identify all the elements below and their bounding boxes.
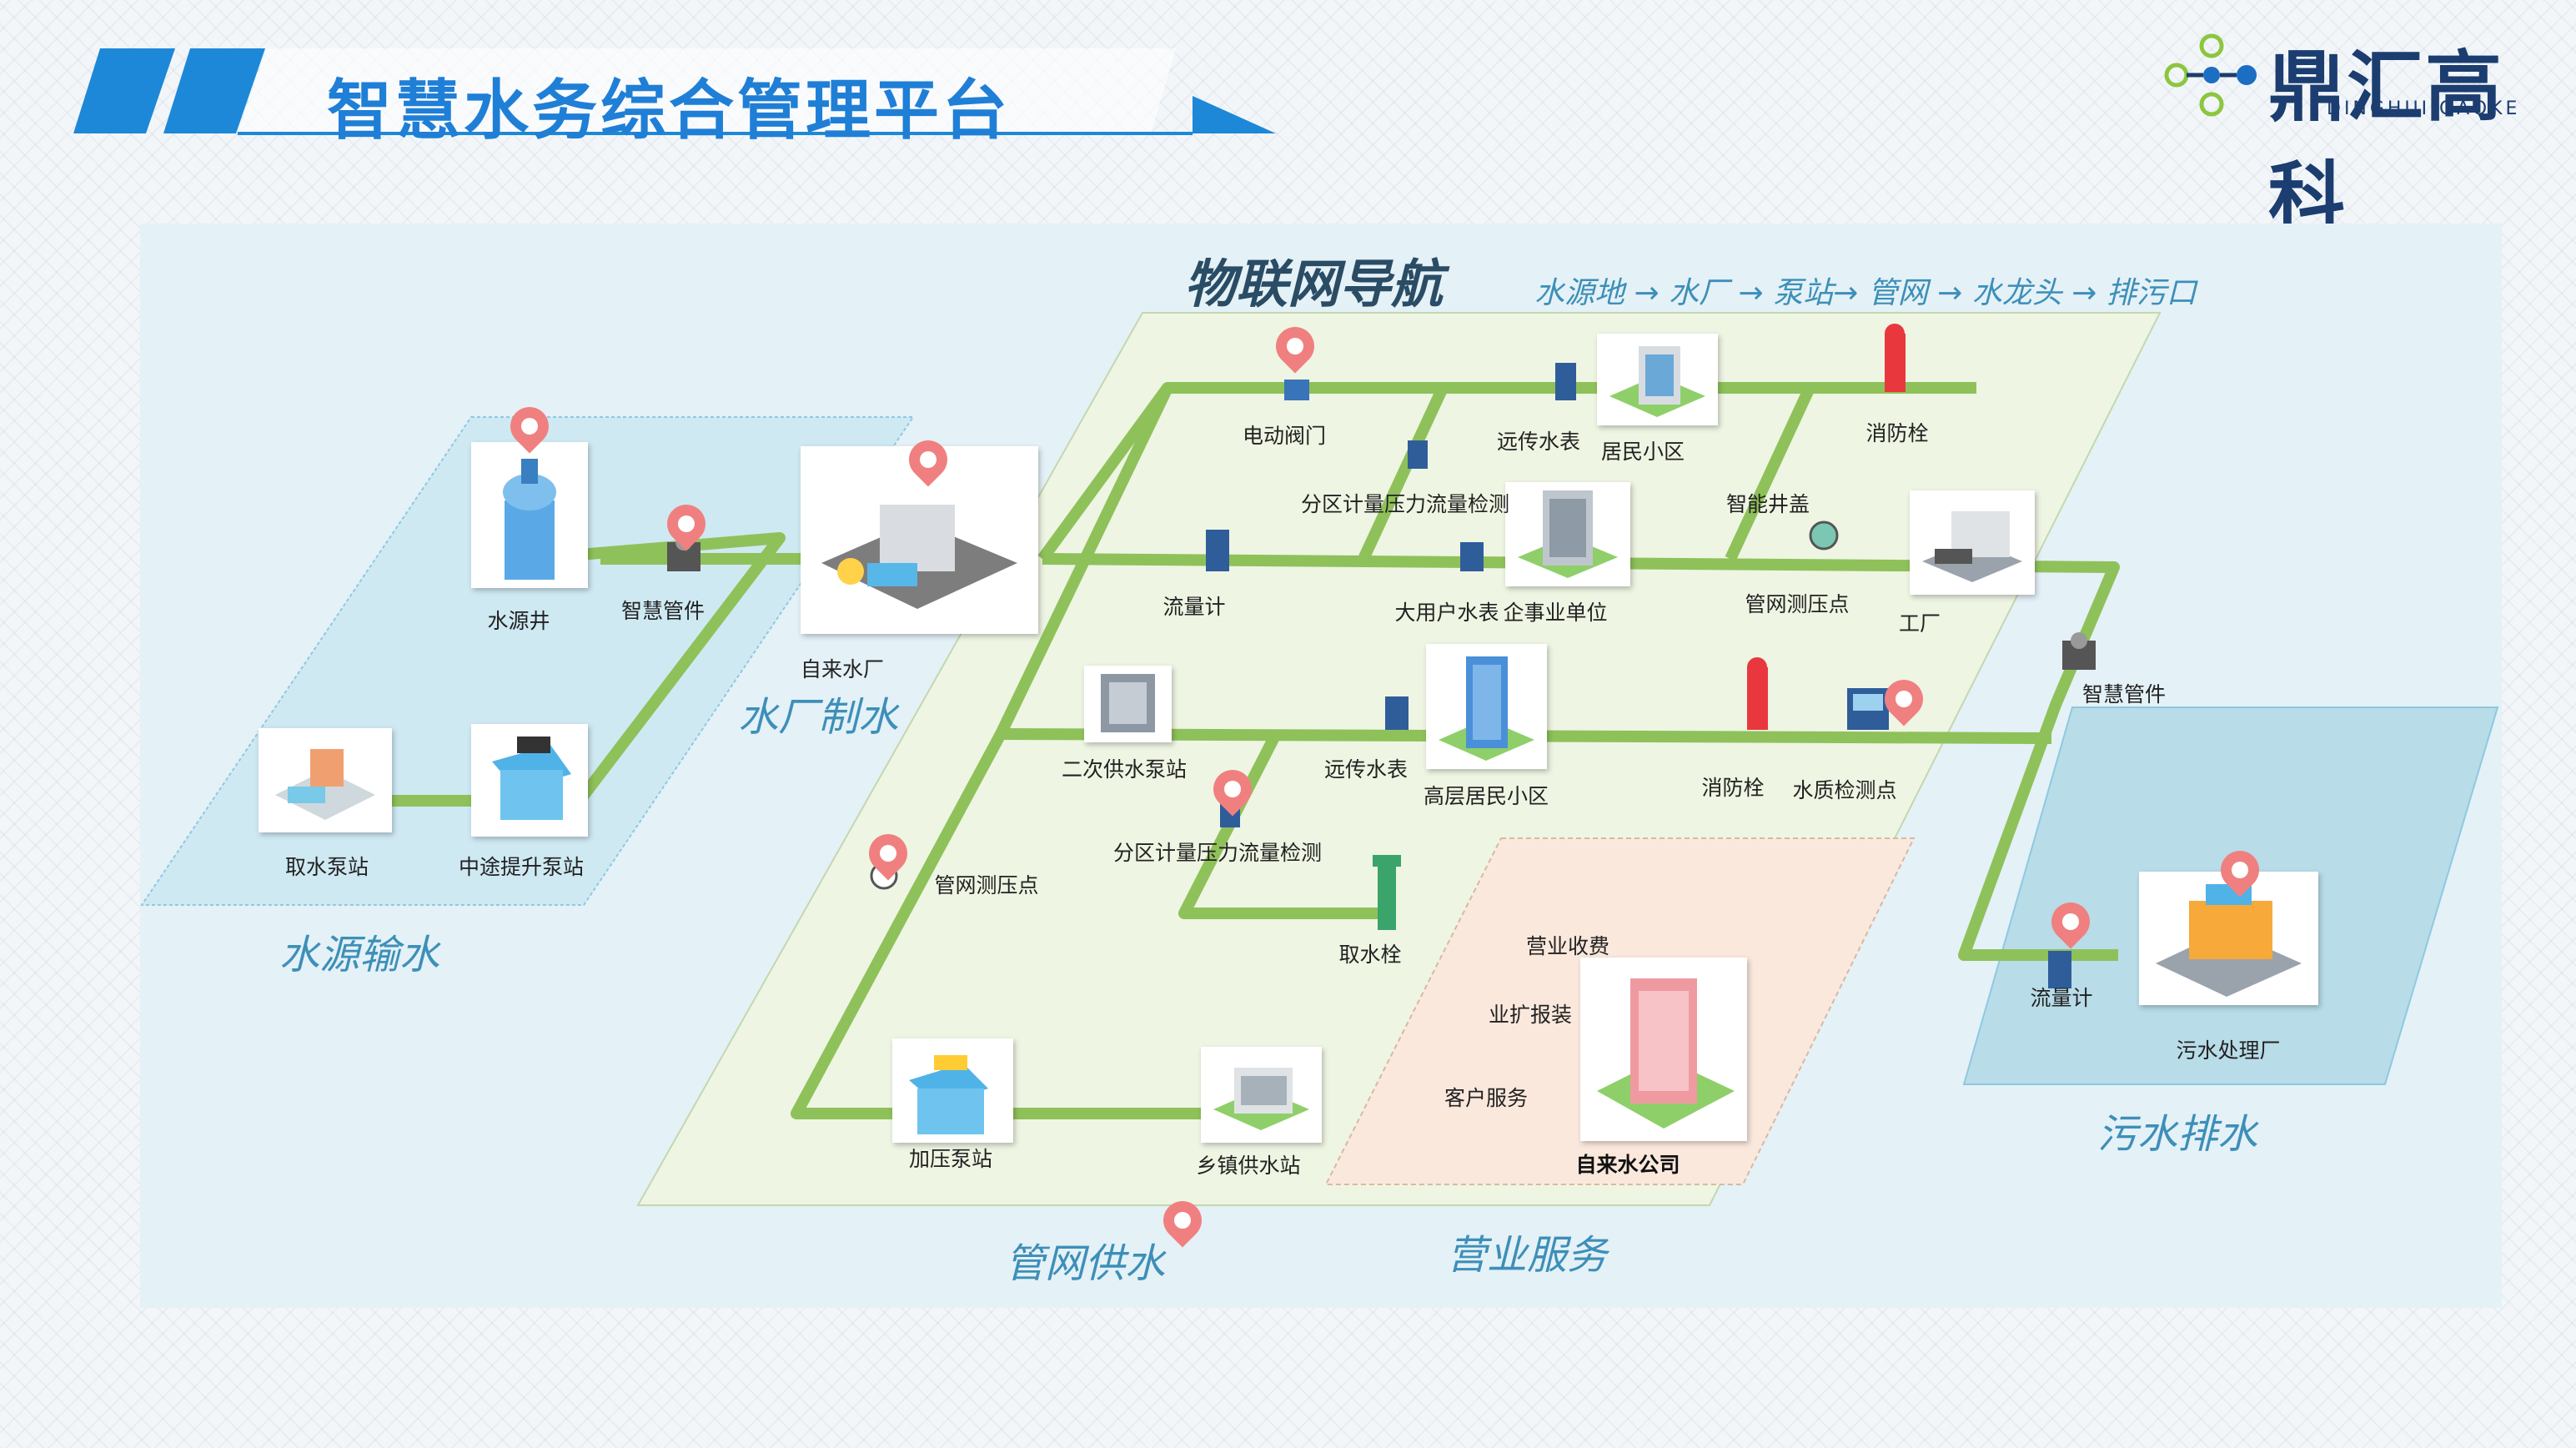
water-plant-icon[interactable]: [801, 446, 1038, 634]
label-smart-fitting-1: 智慧管件: [620, 599, 706, 623]
page-title: 智慧水务综合管理平台: [327, 73, 1012, 148]
label-pipe-pressure-1: 管网测压点: [1745, 592, 1850, 616]
region-water-source: 水源输水: [279, 932, 440, 978]
region-sewage: 污水排水: [2097, 1111, 2258, 1158]
sewage-plant-icon[interactable]: [2139, 872, 2318, 1005]
electric-valve-icon[interactable]: [1280, 371, 1313, 409]
label-business-fee: 营业收费: [1525, 934, 1610, 958]
label-zone-meter-1: 分区计量压力流量检测: [1300, 492, 1510, 516]
label-relay-pump: 中途提升泵站: [458, 855, 585, 879]
label-smart-fitting-2: 智慧管件: [2081, 682, 2167, 706]
residential-icon[interactable]: [1597, 334, 1718, 425]
factory-icon[interactable]: [1910, 490, 2035, 595]
label-intake-pump: 取水泵站: [284, 855, 369, 879]
intake-pump-icon[interactable]: [259, 728, 392, 832]
quality-sensor-icon[interactable]: [1843, 684, 1893, 734]
booster-pump-icon[interactable]: [892, 1038, 1013, 1143]
label-large-user-meter: 大用户水表: [1394, 601, 1499, 625]
logo-name: 鼎汇高科: [2268, 43, 2504, 243]
flow-meter-icon[interactable]: [1201, 525, 1234, 576]
large-user-meter-icon[interactable]: [1455, 538, 1489, 576]
label-sewage-plant: 污水处理厂: [2176, 1038, 2281, 1063]
hydrant-icon[interactable]: [1739, 651, 1776, 734]
label-factory: 工厂: [1898, 611, 1941, 636]
label-smart-cover: 智能井盖: [1725, 492, 1810, 516]
zone-meter-icon[interactable]: [1401, 434, 1434, 475]
label-electric-valve: 电动阀门: [1242, 424, 1327, 448]
label-source-well: 水源井: [487, 609, 550, 633]
label-flow-meter-1: 流量计: [1162, 595, 1226, 619]
remote-meter-icon[interactable]: [1380, 692, 1414, 734]
source-well-icon[interactable]: [471, 442, 588, 588]
label-business-install: 业扩报装: [1488, 1003, 1573, 1027]
label-business-service: 客户服务: [1444, 1086, 1529, 1110]
smart-fitting-icon[interactable]: [2056, 624, 2101, 678]
label-hydrant-1: 消防栓: [1865, 421, 1929, 445]
label-water-company: 自来水公司: [1575, 1153, 1680, 1177]
highrise-icon[interactable]: [1426, 644, 1547, 769]
label-secondary-pump: 二次供水泵站: [1061, 757, 1188, 782]
label-remote-meter-2: 远传水表: [1323, 757, 1409, 782]
label-flow-meter-2: 流量计: [2030, 986, 2093, 1010]
relay-pump-icon[interactable]: [471, 724, 588, 837]
label-water-plant: 自来水厂: [800, 657, 885, 681]
water-company-icon[interactable]: [1580, 958, 1747, 1141]
secondary-pump-icon[interactable]: [1084, 666, 1172, 742]
label-township-supply: 乡镇供水站: [1196, 1154, 1301, 1178]
township-supply-icon[interactable]: [1201, 1047, 1322, 1143]
nav-flow: 水源地 → 水厂 → 泵站→ 管网 → 水龙头 → 排污口: [1534, 276, 2197, 310]
label-residential: 居民小区: [1600, 440, 1685, 464]
flow-meter-icon[interactable]: [2043, 947, 2076, 993]
label-water-intake: 取水栓: [1338, 943, 1402, 967]
enterprise-icon[interactable]: [1505, 482, 1630, 586]
hydrant-icon[interactable]: [1876, 321, 1914, 396]
water-intake-icon[interactable]: [1368, 847, 1405, 938]
region-pipe-supply: 管网供水: [1005, 1240, 1166, 1287]
label-booster-pump: 加压泵站: [908, 1147, 993, 1171]
logo-subtitle: DINGHUI GAOKE: [2327, 98, 2521, 119]
label-hydrant-2: 消防栓: [1701, 776, 1765, 800]
region-business: 营业服务: [1447, 1232, 1608, 1279]
nav-title: 物联网导航: [1184, 254, 1444, 314]
label-remote-meter-1: 远传水表: [1496, 430, 1581, 454]
smart-cover-icon[interactable]: [1805, 517, 1843, 559]
remote-meter-icon[interactable]: [1551, 354, 1580, 405]
label-pipe-pressure-2: 管网测压点: [934, 873, 1039, 897]
region-water-plant: 水厂制水: [738, 694, 899, 741]
label-zone-meter-2: 分区计量压力流量检测: [1112, 841, 1323, 865]
label-enterprise: 企事业单位: [1503, 601, 1608, 625]
label-highrise: 高层居民小区: [1423, 784, 1549, 808]
logo-icon: [2164, 33, 2257, 117]
label-quality-point: 水质检测点: [1792, 778, 1897, 802]
